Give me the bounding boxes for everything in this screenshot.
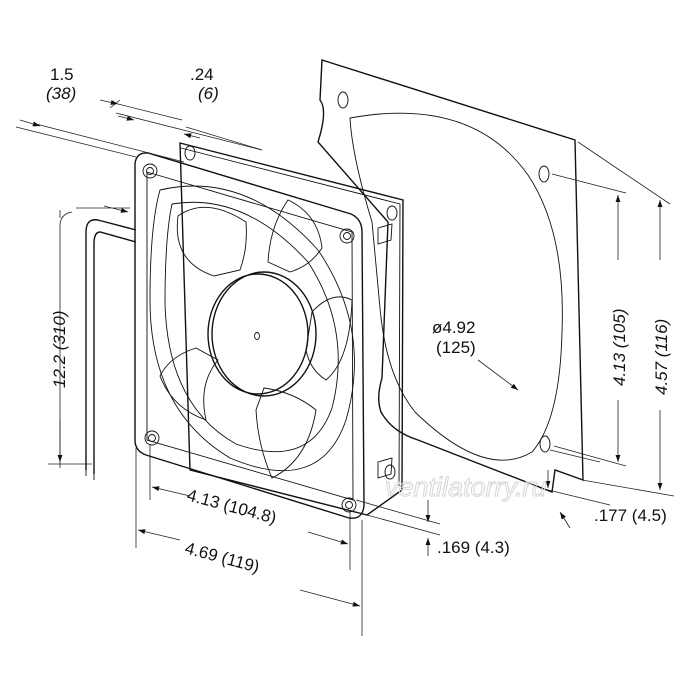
hub	[207, 273, 309, 395]
gasket-hole-top-right	[538, 165, 550, 183]
blade-2	[267, 199, 323, 273]
gasket-hole-top-left	[337, 91, 349, 109]
cable-length-label: 12.2 (310)	[50, 311, 69, 389]
flange-mm-label: (6)	[198, 84, 219, 103]
depth-inch-label: 1.5	[50, 65, 74, 84]
mounting-gasket	[317, 59, 584, 493]
mount-hole-bottom-left	[144, 430, 160, 446]
impeller	[159, 199, 353, 479]
mount-hole-bottom-right	[341, 497, 357, 513]
flange-inch-label: .24	[190, 65, 214, 84]
blade-3	[305, 296, 353, 381]
fan-width-label: 4.69 (119)	[183, 539, 262, 577]
blade-5	[159, 347, 219, 421]
mount-hole-top-left	[142, 163, 158, 179]
opening-mm-label: (125)	[436, 338, 476, 357]
depth-mm-label: (38)	[46, 84, 76, 103]
opening-inch-label: ø4.92	[432, 318, 475, 337]
fan-front-frame	[134, 152, 365, 519]
blade-1	[176, 206, 247, 277]
hub-center	[254, 332, 260, 340]
watermark: ventilatorry.ru	[385, 472, 547, 502]
fan-rear-frame	[179, 142, 404, 516]
mount-hole-top-right	[339, 228, 355, 244]
hole-diameter-label: .169 (4.3)	[437, 538, 510, 557]
gasket-hole-bottom-right	[539, 435, 551, 453]
gasket-hole-diameter-label: .177 (4.5)	[594, 506, 667, 525]
dimension-labels: 1.5 (38) .24 (6) 12.2 (310) 4.13 (104.8)…	[46, 65, 671, 577]
dimension-lines	[15, 99, 675, 636]
lead-wires	[85, 219, 137, 480]
gasket-width-label: 4.57 (116)	[652, 319, 671, 395]
blade-4	[255, 387, 317, 479]
gasket-pitch-label: 4.13 (105)	[610, 309, 629, 387]
